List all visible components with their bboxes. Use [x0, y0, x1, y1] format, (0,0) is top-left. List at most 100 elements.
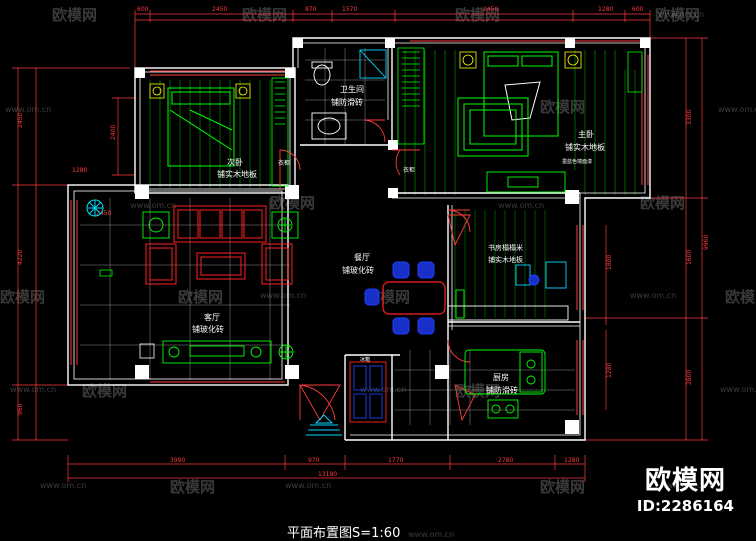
master-bedroom-floor: 铺实木地板	[565, 142, 605, 152]
living-side-tables	[142, 211, 299, 239]
svg-text:欧模网: 欧模网	[455, 6, 500, 24]
kitchen-floor: 铺防滑砖	[486, 385, 518, 395]
second-bedroom-wardrobe	[271, 77, 289, 187]
second-bedroom-floor: 铺实木地板	[217, 169, 257, 179]
svg-text:www.om.cn: www.om.cn	[285, 481, 331, 490]
dimension-bottom	[67, 455, 586, 482]
svg-text:欧模网: 欧模网	[655, 6, 700, 24]
svg-text:870: 870	[305, 6, 317, 13]
svg-text:www.om.cn: www.om.cn	[660, 481, 706, 490]
svg-text:www.om.cn: www.om.cn	[658, 10, 704, 19]
living-room-name: 客厅	[204, 312, 220, 322]
study-name: 书房榻榻米	[488, 243, 523, 252]
svg-text:欧模网: 欧模网	[540, 98, 585, 116]
drawing-title: 平面布置图S=1:60	[287, 526, 400, 541]
svg-text:欧模网: 欧模网	[270, 194, 315, 212]
svg-text:欧模网: 欧模网	[725, 288, 756, 306]
svg-text:1280: 1280	[598, 6, 613, 13]
svg-text:2450: 2450	[96, 210, 111, 217]
svg-text:1600: 1600	[686, 250, 693, 265]
svg-text:www.om.cn: www.om.cn	[260, 291, 306, 300]
svg-text:2450: 2450	[483, 6, 498, 13]
living-tv-cabinet	[162, 340, 272, 364]
svg-text:1800: 1800	[606, 255, 613, 270]
floor-wood-master	[404, 50, 636, 195]
dimension-top-labels: 600 2450 870 1570 2450 1280 600	[137, 6, 644, 13]
svg-text:www.om.cn: www.om.cn	[720, 385, 756, 394]
svg-text:2400: 2400	[110, 125, 117, 140]
wardrobe-label: 衣柜	[278, 159, 290, 167]
svg-text:1770: 1770	[388, 457, 403, 464]
structural-pillars	[135, 38, 650, 434]
svg-text:2800: 2800	[686, 370, 693, 385]
master-tv-cabinet	[486, 171, 566, 193]
svg-text:600: 600	[632, 6, 644, 13]
svg-text:www.om.cn: www.om.cn	[10, 385, 56, 394]
svg-text:13180: 13180	[318, 471, 337, 478]
master-bed	[483, 51, 559, 137]
entrance-mark	[306, 414, 342, 436]
bathroom-fixtures	[311, 49, 387, 140]
svg-text:www.om.cn: www.om.cn	[130, 201, 176, 210]
master-wardrobe-label: 衣柜	[403, 166, 415, 174]
svg-text:2450: 2450	[212, 6, 227, 13]
dining-chairs	[364, 261, 435, 335]
svg-text:欧模网: 欧模网	[455, 382, 500, 400]
svg-text:www.om.cn: www.om.cn	[40, 481, 86, 490]
svg-text:www.om.cn: www.om.cn	[360, 385, 406, 394]
dimension-top	[134, 10, 651, 68]
svg-text:3990: 3990	[170, 457, 185, 464]
master-rug	[457, 97, 529, 157]
svg-text:600: 600	[137, 6, 149, 13]
master-nightstands	[459, 51, 582, 69]
kitchen-cabinets-left	[349, 361, 387, 423]
dimension-left-labels: 2450 4220 960 2400 1280	[17, 113, 117, 415]
svg-text:1280: 1280	[72, 167, 87, 174]
floor-tile-kitchen	[395, 350, 575, 425]
master-plant	[627, 51, 643, 93]
svg-text:www.om.cn: www.om.cn	[5, 105, 51, 114]
dining-name: 餐厅	[354, 253, 370, 262]
svg-text:970: 970	[308, 457, 320, 464]
svg-text:1570: 1570	[342, 6, 357, 13]
second-bedroom-bed	[167, 87, 235, 167]
windows	[70, 40, 649, 415]
svg-text:www.om.cn: www.om.cn	[718, 105, 756, 114]
watermark-layer: 欧模网 欧模网 欧模网 欧模网 www.om.cn 欧模网 www.om.cn …	[0, 6, 756, 539]
fridge-label: 冰箱	[360, 356, 370, 363]
svg-text:2450: 2450	[17, 113, 24, 128]
master-wardrobe	[397, 47, 425, 145]
svg-text:1280: 1280	[606, 363, 613, 378]
study-furniture	[447, 261, 569, 321]
living-room-floor: 铺玻化砖	[192, 324, 224, 334]
dimension-bottom-labels: 3990 970 1770 2780 1280 13180	[170, 457, 579, 478]
brand-badge: 欧模网 ID:2286164	[637, 460, 734, 515]
bathroom-name: 卫生间	[340, 84, 364, 94]
dining-table	[382, 281, 446, 315]
doors	[279, 119, 476, 422]
svg-text:www.om.cn: www.om.cn	[408, 530, 454, 539]
svg-text:欧模网: 欧模网	[52, 6, 97, 24]
second-bedroom-nightstands	[149, 83, 251, 99]
brand-name: 欧模网	[644, 466, 726, 496]
dining-floor: 铺玻化砖	[342, 265, 374, 275]
svg-text:欧模网: 欧模网	[178, 288, 223, 306]
svg-text:4220: 4220	[17, 250, 24, 265]
kitchen-counter	[464, 349, 546, 419]
brand-id: ID:2286164	[636, 497, 734, 515]
master-note: 墨蓝色墙面漆	[562, 158, 592, 165]
living-sofa-set	[145, 205, 293, 285]
svg-text:1280: 1280	[564, 457, 579, 464]
dimension-right	[585, 37, 708, 441]
svg-text:欧模网: 欧模网	[170, 478, 215, 496]
svg-text:3300: 3300	[686, 110, 693, 125]
svg-text:www.om.cn: www.om.cn	[630, 291, 676, 300]
svg-text:欧模网: 欧模网	[640, 194, 685, 212]
svg-text:9960: 9960	[703, 235, 710, 250]
dimension-right-labels: 3300 1600 2800 9960 1800 1280 2450	[96, 110, 710, 385]
floor-wood-study	[454, 210, 546, 318]
svg-text:960: 960	[17, 403, 24, 415]
living-plants	[86, 199, 294, 360]
dimension-left	[12, 67, 135, 441]
